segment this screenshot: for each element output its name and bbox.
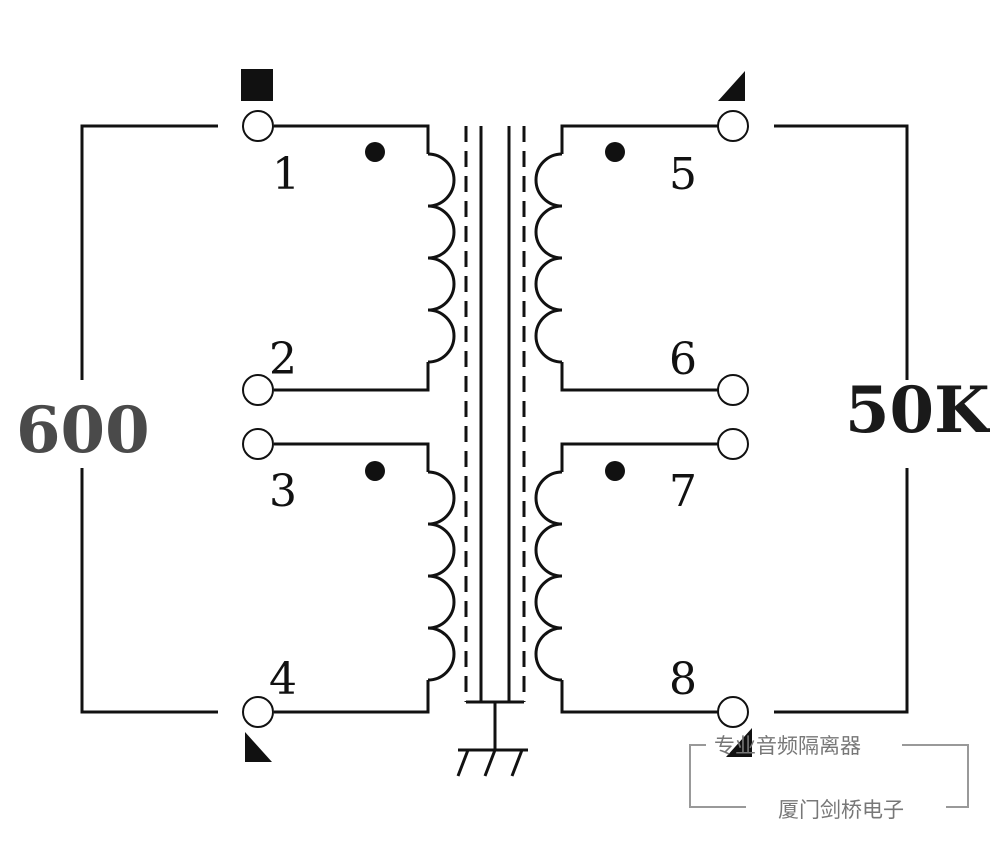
pin-5-label: 5	[669, 149, 697, 200]
polarity-dot-winding-7-8	[605, 461, 625, 481]
pin-1-terminal	[242, 110, 274, 142]
secondary-impedance-label: 50K	[845, 373, 990, 448]
pin-8-label: 8	[669, 654, 697, 705]
pin-7-label: 7	[669, 466, 697, 517]
polarity-dot-winding-1-2	[365, 142, 385, 162]
winding-7-8-leads	[560, 442, 718, 714]
watermark-frame	[689, 744, 969, 808]
secondary-bracket-wire	[774, 124, 909, 714]
primary-bracket-wire	[80, 124, 218, 714]
polarity-dot-winding-5-6	[605, 142, 625, 162]
pin-2-terminal	[242, 374, 274, 406]
pin-4-terminal	[242, 696, 274, 728]
watermark-line-2: 厦门剑桥电子	[778, 798, 904, 822]
winding-3-4-leads	[274, 442, 430, 714]
pin-3-label: 3	[269, 466, 297, 517]
winding-1-2-leads	[274, 124, 430, 392]
primary-impedance-label: 600	[16, 393, 150, 468]
pin-5-terminal	[717, 110, 749, 142]
watermark-line-1: 专业音频隔离器	[714, 734, 861, 758]
pin-5-triangle-marker-icon	[718, 71, 745, 101]
pin-1-square-marker-icon	[241, 69, 273, 101]
pin-6-label: 6	[669, 334, 697, 385]
pin-6-terminal	[717, 374, 749, 406]
winding-5-6-coil	[534, 152, 563, 364]
pin-2-label: 2	[269, 334, 297, 385]
winding-1-2-coil	[427, 152, 456, 364]
pin-3-terminal	[242, 428, 274, 460]
polarity-dot-winding-3-4	[365, 461, 385, 481]
winding-3-4-coil	[427, 470, 456, 682]
pin-4-label: 4	[269, 654, 297, 705]
pin-4-triangle-marker-icon	[245, 732, 272, 762]
winding-5-6-leads	[560, 124, 718, 392]
pin-7-terminal	[717, 428, 749, 460]
ground-wire	[458, 700, 528, 752]
pin-1-label: 1	[272, 149, 300, 200]
ground-icon	[456, 749, 524, 777]
pin-8-terminal	[717, 696, 749, 728]
winding-7-8-coil	[534, 470, 563, 682]
pin-8-triangle-marker-icon	[726, 728, 752, 757]
